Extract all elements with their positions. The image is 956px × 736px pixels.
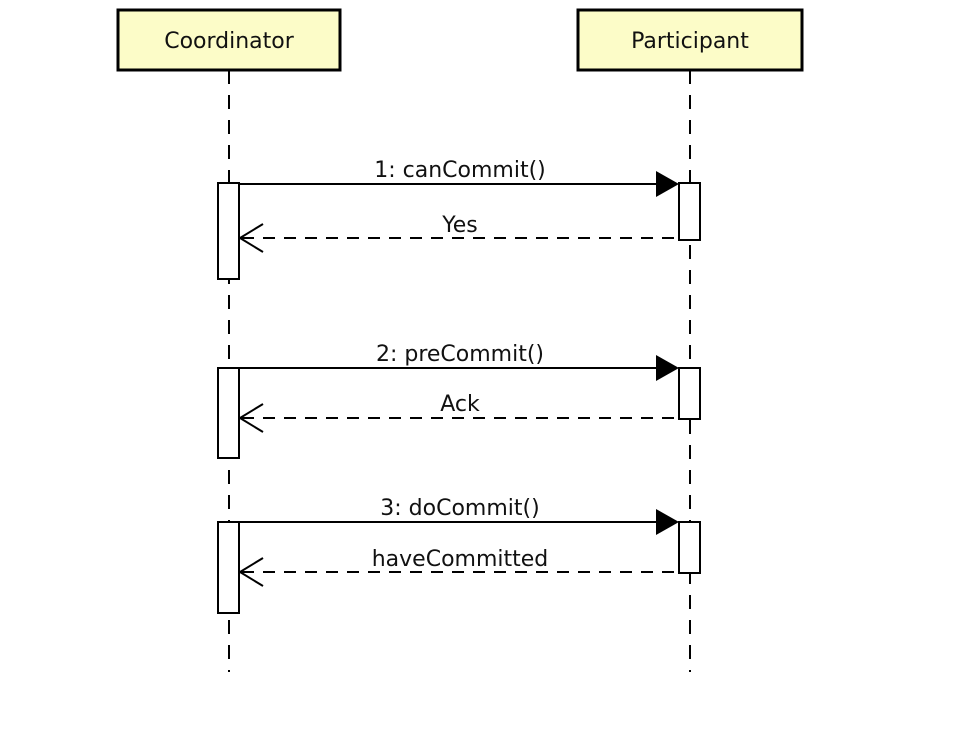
lifeline-head-participant: Participant: [576, 8, 804, 72]
message-return-2-label: Ack: [440, 392, 480, 417]
activation-bar-participant-1: [678, 182, 701, 241]
message-call-2-label: 2: preCommit(): [376, 342, 544, 367]
activation-bar-coordinator-2: [217, 367, 240, 459]
lifeline-head-box-coordinator: [116, 8, 342, 72]
activation-bar-participant-3: [678, 521, 701, 574]
message-return-3: haveCommitted: [238, 547, 690, 587]
message-call-3-label: 3: doCommit(): [380, 496, 539, 521]
message-call-1: 1: canCommit(): [239, 158, 679, 197]
arrowhead-solid-icon: [656, 355, 679, 381]
activation-bar-coordinator-3: [217, 521, 240, 614]
arrowhead-solid-icon: [656, 171, 679, 197]
message-call-2: 2: preCommit(): [239, 342, 679, 381]
message-return-1: Yes: [238, 213, 690, 253]
message-return-3-label: haveCommitted: [372, 547, 549, 572]
lifeline-head-box-participant: [576, 8, 804, 72]
message-return-1-label: Yes: [441, 213, 478, 238]
message-call-3: 3: doCommit(): [239, 496, 679, 535]
activation-bar-coordinator-1: [217, 182, 240, 280]
message-call-1-label: 1: canCommit(): [374, 158, 546, 183]
lifeline-head-coordinator: Coordinator: [116, 8, 342, 72]
lifeline-head-label-participant: Participant: [631, 29, 749, 54]
message-return-2: Ack: [238, 392, 690, 433]
activation-bar-participant-2: [678, 367, 701, 420]
lifeline-head-label-coordinator: Coordinator: [164, 29, 295, 54]
arrowhead-solid-icon: [656, 509, 679, 535]
